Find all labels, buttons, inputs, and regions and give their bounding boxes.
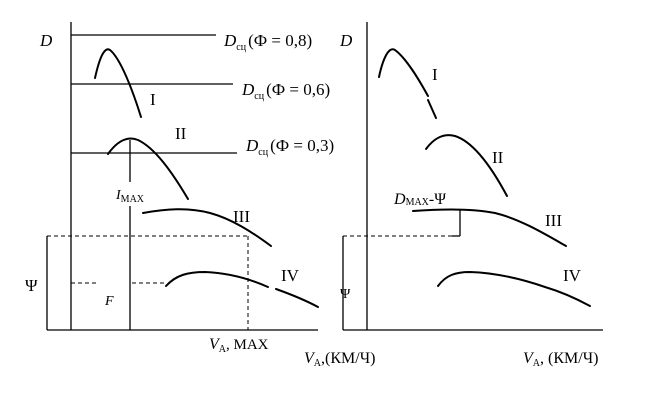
dsc-label-06: Dсц(Ф = 0,6)	[241, 80, 330, 102]
left-curve-label-iii: III	[233, 207, 250, 226]
right-curve-iv	[437, 270, 591, 307]
left-curve-ii	[107, 137, 189, 200]
f-label: F	[104, 294, 114, 309]
left-curve-i	[94, 48, 142, 118]
left-curve-label-iv: IV	[281, 266, 300, 285]
right-curve-label-iii: III	[545, 211, 562, 230]
left-x-axis-label: VА,(КМ/Ч)	[304, 350, 375, 369]
right-curve-label-i: I	[432, 65, 438, 84]
right-x-axis-label: VА, (КМ/Ч)	[523, 350, 598, 369]
left-curve-label-i: I	[150, 90, 156, 109]
imax-label-bg	[110, 182, 148, 206]
right-curve-i	[378, 48, 437, 119]
imax-label: IMAX	[115, 188, 145, 205]
dsc-label-08: Dсц(Ф = 0,8)	[223, 31, 312, 53]
vmax-label: VА, MAX	[209, 336, 269, 355]
left-curve-label-ii: II	[175, 124, 187, 143]
left-chart: D Dсц(Ф = 0,8) Dсц(Ф = 0,6) Dсц(Ф = 0,3)…	[25, 22, 375, 369]
dsc-label-03: Dсц(Ф = 0,3)	[245, 136, 334, 158]
right-curve-label-iv: IV	[563, 266, 582, 285]
right-curve-ii	[425, 134, 508, 197]
left-psi-label: Ψ	[25, 276, 38, 295]
right-curve-label-ii: II	[492, 148, 504, 167]
left-curve-iii	[142, 208, 272, 247]
left-y-axis-label: D	[39, 31, 53, 50]
right-psi-label: Ψ	[340, 287, 351, 302]
right-chart: D I II III IV DMAX-Ψ Ψ VА, (КМ/Ч)	[339, 22, 603, 369]
right-y-axis-label: D	[339, 31, 353, 50]
left-curve-iv	[165, 270, 319, 308]
right-curve-iii	[412, 208, 567, 247]
dmax-psi-label: DMAX-Ψ	[393, 191, 446, 208]
